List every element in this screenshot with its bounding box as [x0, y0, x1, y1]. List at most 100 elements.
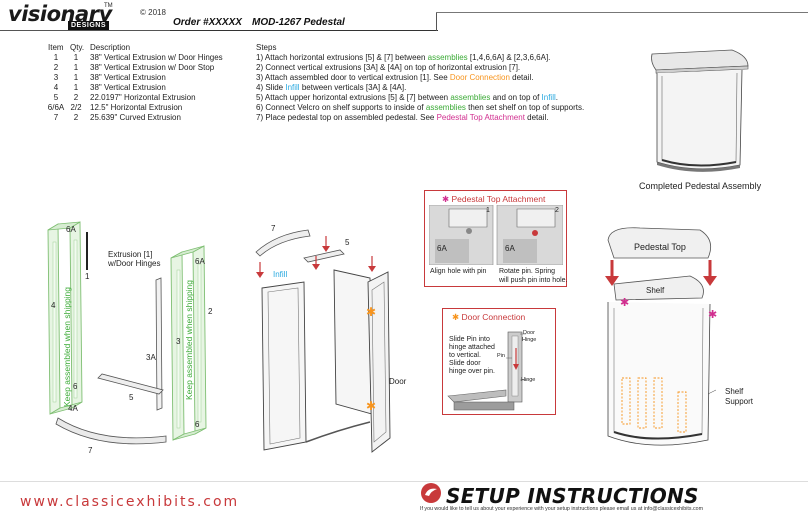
header: visionary TM DESIGNS © 2018 Order #XXXXX… — [0, 0, 808, 34]
table-row-description: 22.0197" Horizontal Extrusion — [90, 93, 196, 102]
attach-step-1-num: 1 — [486, 207, 490, 214]
step-text: . — [555, 93, 558, 102]
extrusion-callout-line1: Extrusion [1] — [108, 250, 153, 259]
step-text: 5) Attach upper horizontal extrusions [5… — [256, 93, 451, 102]
step-text: between verticals [3A] & [4A]. — [299, 83, 407, 92]
step-2: 2) Connect vertical extrusions [3A] & [4… — [256, 63, 520, 73]
label-7: 7 — [88, 446, 93, 455]
step-highlight: assemblies — [427, 53, 468, 62]
step-highlight: assemblies — [425, 103, 466, 112]
col-header-description: Description — [90, 43, 131, 52]
table-row-qty: 1 — [73, 73, 79, 82]
table-row-description: 38" Vertical Extrusion — [90, 83, 166, 92]
door-conn-text-4: Slide door — [449, 360, 481, 367]
table-row-item: 2 — [53, 63, 59, 72]
table-row-item: 3 — [53, 73, 59, 82]
step-highlight: Infill — [541, 93, 556, 102]
pedestal-top-attachment-images — [429, 205, 563, 265]
table-row-qty: 1 — [73, 63, 79, 72]
step-text: 3) Attach assembled door to vertical ext… — [256, 73, 450, 82]
step-text: and on top of — [490, 93, 542, 102]
table-row-qty: 1 — [73, 53, 79, 62]
step-text: 6) Connect Velcro on shelf supports to i… — [256, 103, 426, 112]
logo-trademark: TM — [104, 3, 113, 9]
header-divider-right — [436, 12, 808, 13]
mid-label-infill: Infill — [273, 270, 288, 279]
pedestal-top-attachment-label: Pedestal Top Attachment — [451, 194, 546, 204]
footer-divider — [0, 481, 808, 482]
table-row-item: 1 — [53, 53, 59, 62]
header-divider-left — [0, 30, 170, 31]
shelf-top-diagram: ✱ ✱ — [605, 227, 717, 446]
door-conn-text-2: hinge attached — [449, 344, 495, 351]
label-3: 3 — [176, 337, 181, 346]
attach-label-6a-2: 6A — [505, 244, 515, 253]
step-text: detail. — [509, 73, 534, 82]
attach-caption-2a: Rotate pin. Spring — [499, 268, 556, 275]
step-3: 3) Attach assembled door to vertical ext… — [256, 73, 534, 83]
mid-label-5: 5 — [345, 238, 350, 247]
step-1: 1) Attach horizontal extrusions [5] & [7… — [256, 53, 550, 63]
table-row-item: 7 — [53, 113, 59, 122]
step-5: 5) Attach upper horizontal extrusions [5… — [256, 93, 558, 103]
step-text: 2) Connect vertical extrusions [3A] & [4… — [256, 63, 521, 72]
label-shelf-support-2: Support — [725, 397, 754, 406]
frame-door-diagram: ✱ ✱ — [255, 229, 391, 453]
step-text: 4) Slide — [256, 83, 286, 92]
step-text: [1,4,6,6A] & [2,3,6,6A]. — [467, 53, 551, 62]
keep-assembled-left: Keep assembled when shipping — [62, 287, 72, 407]
right-assembly — [170, 245, 207, 441]
completed-pedestal-illustration — [651, 49, 749, 172]
steps-heading: Steps — [256, 43, 277, 52]
label-6a-right: 6A — [195, 257, 205, 266]
door-connection-title: ✱ Door Connection — [452, 312, 525, 323]
step-7: 7) Place pedestal top on assembled pedes… — [256, 113, 549, 123]
table-row-item: 6/6A — [47, 103, 65, 112]
mid-label-7: 7 — [271, 224, 276, 233]
door-conn-text-3: to vertical. — [449, 352, 481, 359]
label-shelf: Shelf — [646, 286, 665, 295]
table-row-description: 38" Vertical Extrusion — [90, 73, 166, 82]
table-row-description: 25.639" Curved Extrusion — [90, 113, 181, 122]
step-text: then set shelf on top of supports. — [465, 103, 585, 112]
label-1: 1 — [85, 272, 90, 281]
door-conn-label-hinge: Hinge — [522, 337, 537, 343]
table-row-description: 38" Vertical Extrusion w/ Door Hinges — [90, 53, 223, 62]
door-connection-drawing — [447, 331, 528, 411]
footer-note: If you would like to tell us about your … — [420, 506, 704, 512]
corner-star-right: ✱ — [708, 309, 717, 321]
extrusion-callout-line2: w/Door Hinges — [108, 259, 161, 268]
order-number: Order #XXXXX — [173, 17, 242, 28]
frame-exploded-diagram: Keep assembled when shipping Keep assemb… — [47, 221, 207, 445]
brand-swirl-icon — [421, 483, 441, 503]
mid-label-door: Door — [389, 377, 407, 386]
step-highlight: Pedestal Top Attachment — [436, 113, 525, 122]
hinge-star-top: ✱ — [366, 305, 376, 319]
table-row-qty: 2/2 — [70, 103, 82, 112]
footer-url[interactable]: www.classicexhibits.com — [20, 494, 240, 510]
step-highlight: Infill — [285, 83, 300, 92]
vertical-3a — [155, 277, 163, 411]
header-divider-vertical — [436, 12, 437, 31]
label-6a-top: 6A — [66, 225, 76, 234]
table-row-qty: 1 — [73, 83, 79, 92]
table-row-description: 38" Vertical Extrusion w/ Door Stop — [90, 63, 215, 72]
table-row-item: 4 — [53, 83, 59, 92]
table-row-qty: 2 — [73, 113, 79, 122]
horizontal-5 — [97, 373, 164, 395]
completed-caption: Completed Pedestal Assembly — [639, 181, 762, 191]
step-highlight: assemblies — [450, 93, 491, 102]
table-row-qty: 2 — [73, 93, 79, 102]
step-4: 4) Slide Infill between verticals [3A] &… — [256, 83, 406, 93]
door-conn-text-1: Slide Pin into — [449, 336, 490, 343]
step-text: 1) Attach horizontal extrusions [5] & [7… — [256, 53, 428, 62]
hinge-star-bottom: ✱ — [366, 399, 376, 413]
left-assembly — [47, 221, 88, 415]
col-header-qty: Qty. — [70, 43, 85, 52]
attach-caption-1: Align hole with pin — [430, 268, 487, 275]
step-highlight: Door Connection — [449, 73, 510, 82]
door-conn-text-5: hinge over pin. — [449, 368, 495, 375]
attach-caption-2b: will push pin into hole. — [499, 277, 568, 284]
attach-label-6a-1: 6A — [437, 244, 447, 253]
orange-star-icon: ✱ — [452, 312, 460, 322]
